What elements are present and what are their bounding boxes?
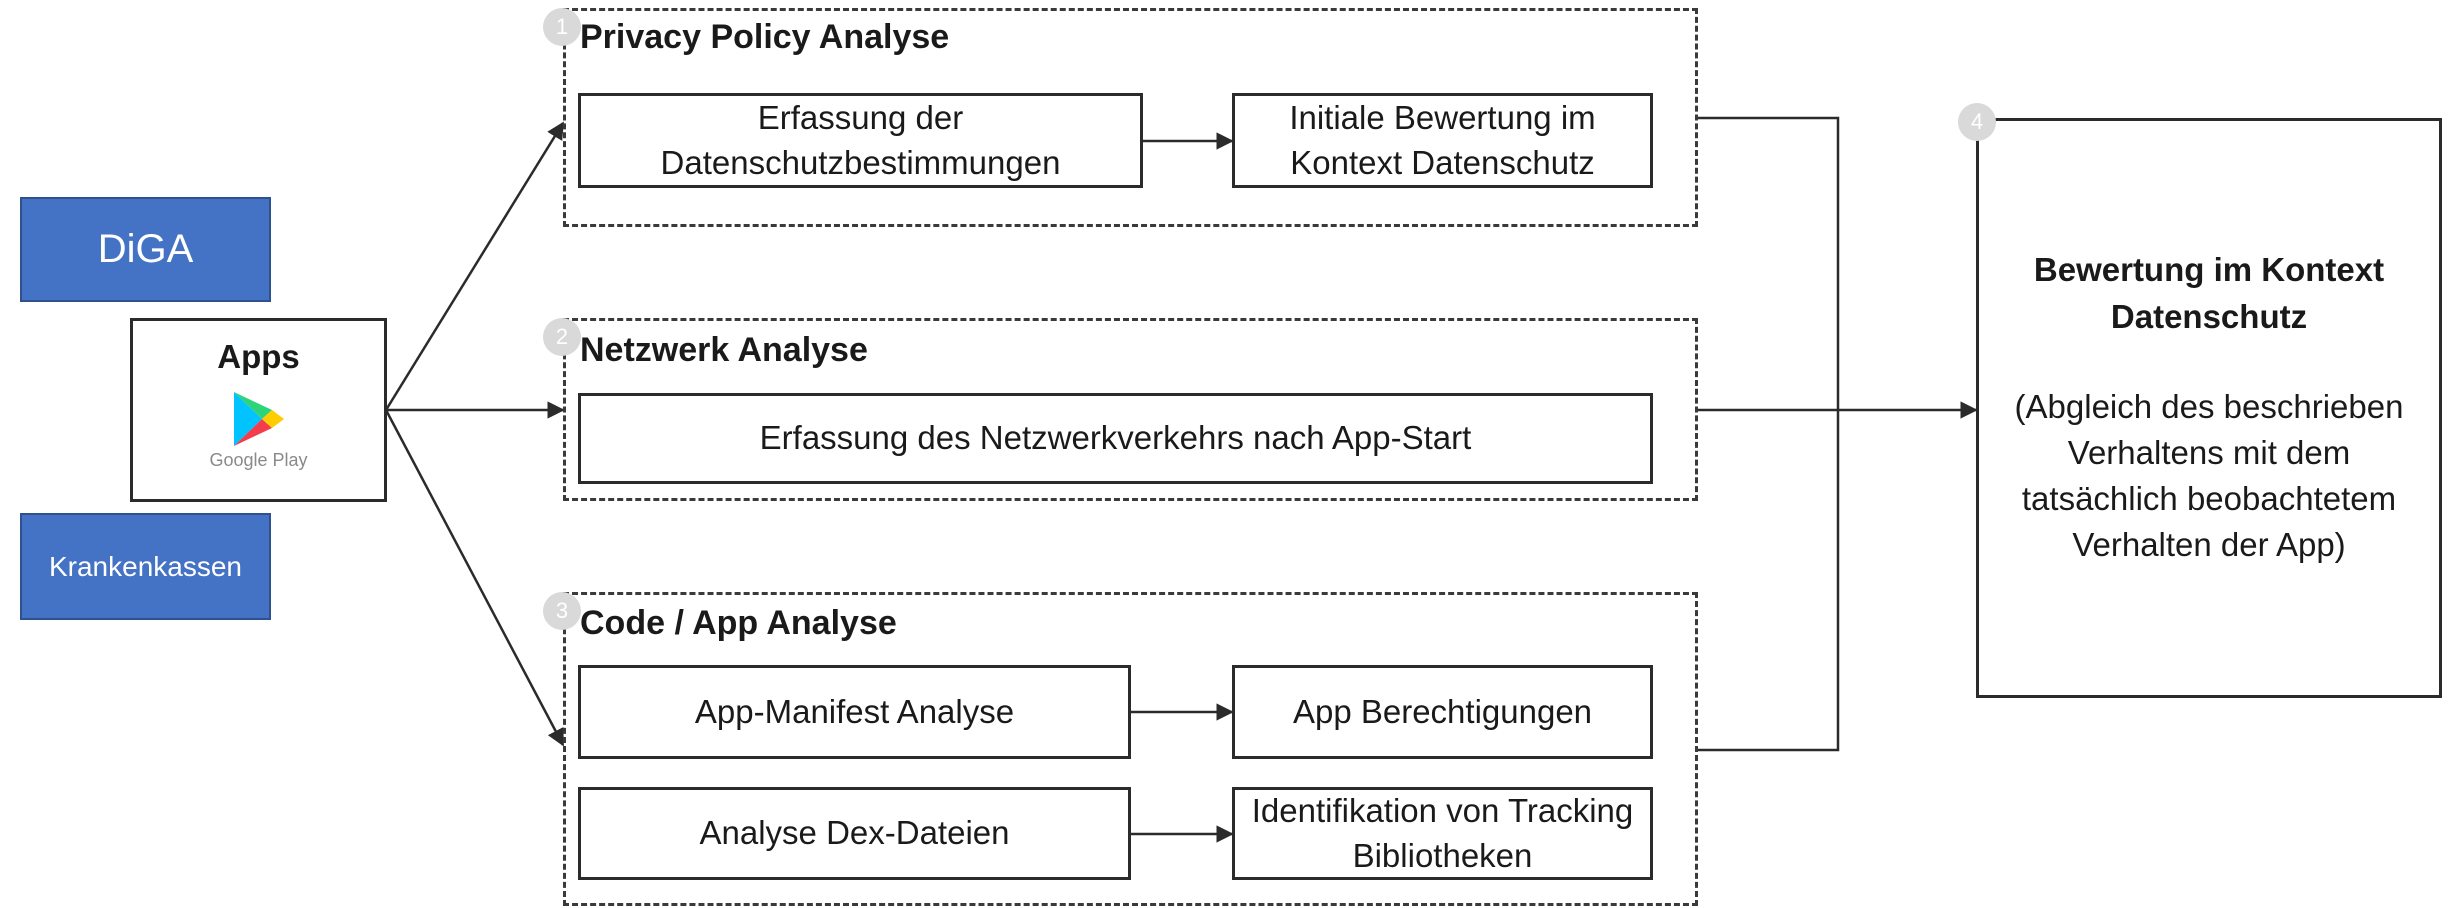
box-manifest-analyse: App-Manifest Analyse [578, 665, 1131, 759]
diga-box: DiGA [20, 197, 271, 302]
apps-box: Apps Google Play [130, 318, 387, 502]
bracket-code [1698, 410, 1840, 752]
box-tracking-bibliotheken: Identifikation von Tracking Bibliotheken [1232, 787, 1653, 880]
arrow-apps-to-code [384, 409, 565, 747]
box-dex-dateien: Analyse Dex-Dateien [578, 787, 1131, 880]
google-play-label: Google Play [209, 449, 308, 470]
box-initiale-bewertung: Initiale Bewertung im Kontext Datenschut… [1232, 93, 1653, 188]
diga-label: DiGA [97, 227, 194, 271]
group-netzwerk [563, 318, 1698, 501]
bracket-privacy [1698, 116, 1840, 410]
step-badge-3: 3 [543, 592, 581, 630]
krankenkassen-label: Krankenkassen [48, 550, 242, 582]
krankenkassen-box: Krankenkassen [20, 513, 271, 620]
box-erfassung-datenschutz: Erfassung der Datenschutzbestimmungen [578, 93, 1143, 188]
apps-title: Apps [217, 338, 300, 375]
box-berechtigungen: App Berechtigungen [1232, 665, 1653, 759]
group-title-netzwerk: Netzwerk Analyse [580, 331, 868, 369]
result-title: Bewertung im Kontext Datenschutz [2033, 251, 2385, 335]
group-title-privacy: Privacy Policy Analyse [580, 18, 950, 56]
arrow-apps-to-privacy [384, 121, 565, 411]
step-badge-1: 1 [543, 8, 581, 46]
step-badge-4: 4 [1958, 103, 1996, 141]
result-description: (Abgleich des beschrieben Verhaltens mit… [2014, 387, 2404, 564]
result-box: Bewertung im Kontext Datenschutz (Abglei… [1976, 118, 2442, 698]
group-privacy-policy [563, 8, 1698, 227]
google-play-icon [233, 391, 284, 446]
step-badge-2: 2 [543, 318, 581, 356]
box-netzwerkverkehr: Erfassung des Netzwerkverkehrs nach App-… [578, 393, 1653, 484]
group-code-app [563, 592, 1698, 906]
group-title-code: Code / App Analyse [580, 604, 897, 642]
